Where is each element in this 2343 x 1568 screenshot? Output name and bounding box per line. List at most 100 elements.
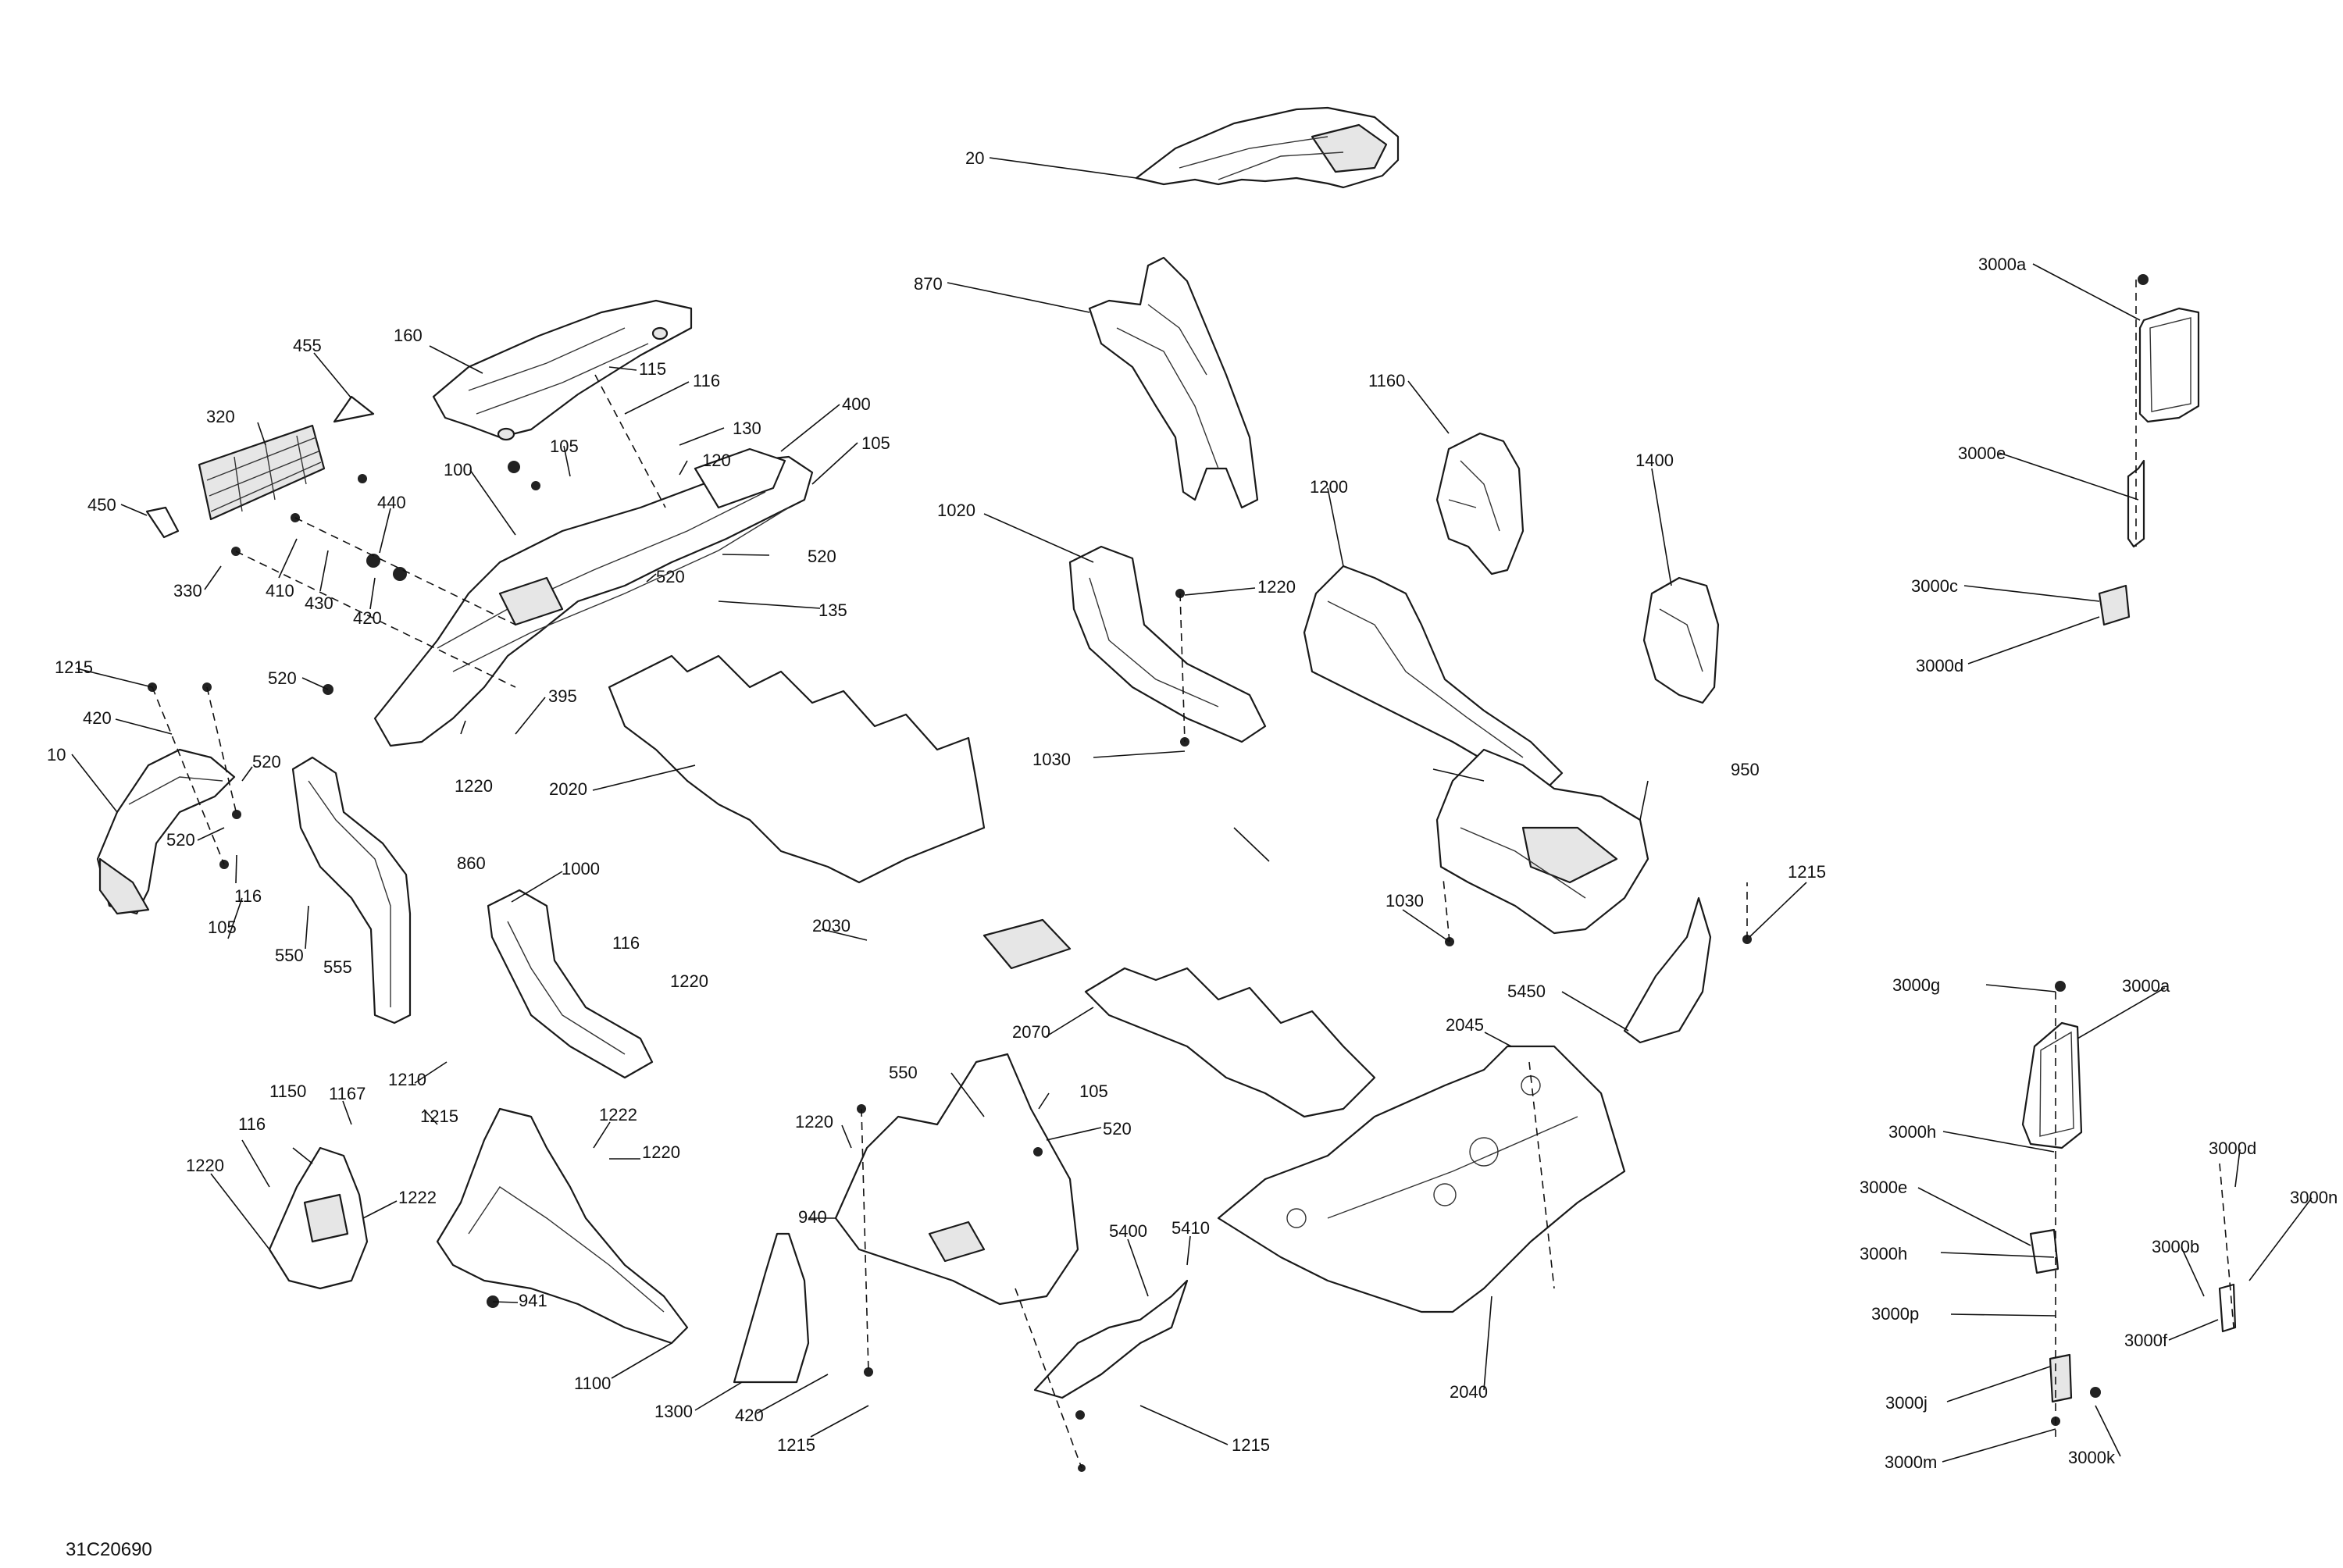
callout-410: 410 xyxy=(266,581,294,600)
callout-20: 20 xyxy=(965,148,984,168)
callout-105-left: 105 xyxy=(208,918,237,937)
callout-1000: 1000 xyxy=(562,859,600,878)
callout-3000m: 3000m xyxy=(1885,1452,1937,1472)
callout-1220-tunnel: 1220 xyxy=(1257,577,1296,597)
part-860-front-pillar xyxy=(291,756,412,1025)
callout-5450: 5450 xyxy=(1507,982,1546,1001)
part-1150-kick-panel xyxy=(268,1146,369,1290)
part-160-hood xyxy=(432,299,693,441)
callout-3000d-upper: 3000d xyxy=(1916,656,1963,675)
callout-1200: 1200 xyxy=(1310,477,1348,497)
part-1300-side-panel xyxy=(733,1232,810,1384)
part-2070-floor-mat xyxy=(1084,967,1376,1118)
callout-116-left: 116 xyxy=(234,886,262,906)
part-1400-rear-panel xyxy=(1642,576,1720,704)
callout-116-top: 116 xyxy=(693,371,720,390)
part-1200-center-console xyxy=(1303,565,1564,790)
part-100-front-frame xyxy=(373,447,814,747)
parts-layer xyxy=(96,106,2237,1472)
callout-3000a-upper: 3000a xyxy=(1978,255,2027,274)
part-3000-mirror-upper xyxy=(2098,307,2200,626)
callout-3000b: 3000b xyxy=(2152,1237,2199,1256)
callout-1220-rocker: 1220 xyxy=(670,971,708,991)
diagram-id-label: 31C20690 xyxy=(66,1539,152,1560)
callout-1030-seat: 1030 xyxy=(1385,891,1424,911)
callout-1210: 1210 xyxy=(388,1070,426,1089)
callout-3000e-upper: 3000e xyxy=(1958,444,2006,463)
callout-520-right: 520 xyxy=(808,547,836,566)
callout-1400: 1400 xyxy=(1635,451,1674,470)
callout-870: 870 xyxy=(914,274,943,294)
callout-labels: 20 870 160 455 115 116 130 400 320 105 1… xyxy=(47,148,2338,1560)
callout-941: 941 xyxy=(519,1291,547,1310)
callout-940: 940 xyxy=(798,1207,827,1227)
part-1000-rocker xyxy=(487,889,654,1079)
callout-520-mid: 520 xyxy=(656,567,685,586)
callout-2020: 2020 xyxy=(549,779,587,799)
callout-10: 10 xyxy=(47,745,66,764)
callout-3000e-lower: 3000e xyxy=(1860,1178,1907,1197)
callout-520-left: 520 xyxy=(268,668,297,688)
part-455-triangle-trim xyxy=(333,395,375,423)
callout-3000d-lower: 3000d xyxy=(2209,1139,2256,1158)
callout-395: 395 xyxy=(548,686,577,706)
callout-1220-kick: 1220 xyxy=(186,1156,224,1175)
callout-550-left: 550 xyxy=(275,946,304,965)
callout-1215-bottom-right: 1215 xyxy=(1232,1435,1270,1455)
fasteners-group xyxy=(148,274,2149,1472)
callout-1160: 1160 xyxy=(1368,371,1405,390)
callout-320: 320 xyxy=(206,407,235,426)
callout-105-top-left: 105 xyxy=(550,437,579,456)
callout-3000k: 3000k xyxy=(2068,1448,2116,1467)
part-1100-side-sill xyxy=(436,1107,689,1345)
callout-2030: 2030 xyxy=(812,916,851,935)
part-870-side-panel xyxy=(1088,256,1259,509)
callout-3000n: 3000n xyxy=(2290,1188,2338,1207)
part-940-footwell xyxy=(834,1053,1079,1306)
callout-135: 135 xyxy=(818,600,847,620)
callout-450: 450 xyxy=(87,495,116,515)
part-10-headlight-housing xyxy=(96,748,236,915)
callout-5410: 5410 xyxy=(1172,1218,1210,1238)
part-2040-floor-pan xyxy=(1217,1045,1626,1313)
callout-105-footwell: 105 xyxy=(1079,1082,1108,1101)
callout-520-footwell: 520 xyxy=(1103,1119,1132,1139)
callout-130: 130 xyxy=(733,419,761,438)
part-5400-bracket xyxy=(1033,1279,1189,1399)
part-320-grille xyxy=(198,424,326,521)
callout-1215-sill: 1215 xyxy=(420,1107,458,1126)
callout-950: 950 xyxy=(1731,760,1760,779)
callout-430: 430 xyxy=(305,593,333,613)
callout-100: 100 xyxy=(444,460,473,479)
callout-116-rocker: 116 xyxy=(612,933,640,953)
callout-1220-sill: 1220 xyxy=(642,1142,680,1162)
callout-1150: 1150 xyxy=(269,1082,306,1101)
part-20-roof-cover xyxy=(1135,106,1400,189)
callout-520-lower: 520 xyxy=(166,830,195,850)
callout-2070: 2070 xyxy=(1012,1022,1050,1042)
part-950-seat-base xyxy=(1435,748,1649,935)
part-450-bracket xyxy=(145,506,180,539)
callout-3000f: 3000f xyxy=(2124,1331,2168,1350)
callout-2040: 2040 xyxy=(1450,1382,1488,1402)
callout-1167: 1167 xyxy=(329,1084,366,1103)
callout-455: 455 xyxy=(293,336,322,355)
callout-555: 555 xyxy=(323,957,352,977)
callout-1222-kick: 1222 xyxy=(398,1188,437,1207)
callout-330: 330 xyxy=(173,581,202,600)
callout-3000j: 3000j xyxy=(1885,1393,1928,1413)
callout-2045: 2045 xyxy=(1446,1015,1484,1035)
callout-400: 400 xyxy=(842,394,871,414)
callout-860: 860 xyxy=(457,853,486,873)
callout-1215-left: 1215 xyxy=(55,657,93,677)
callout-3000p: 3000p xyxy=(1871,1304,1919,1324)
callout-3000g: 3000g xyxy=(1892,975,1940,995)
callout-420-left: 420 xyxy=(83,708,112,728)
leader-lines xyxy=(71,157,2313,1463)
callout-116-kick: 116 xyxy=(238,1114,266,1134)
callout-3000a-lower: 3000a xyxy=(2122,976,2170,996)
callout-520-pillar: 520 xyxy=(252,752,281,772)
callout-1220-front: 1220 xyxy=(455,776,493,796)
callout-3000h-upper: 3000h xyxy=(1888,1122,1936,1142)
callout-1222-sill: 1222 xyxy=(599,1105,637,1124)
